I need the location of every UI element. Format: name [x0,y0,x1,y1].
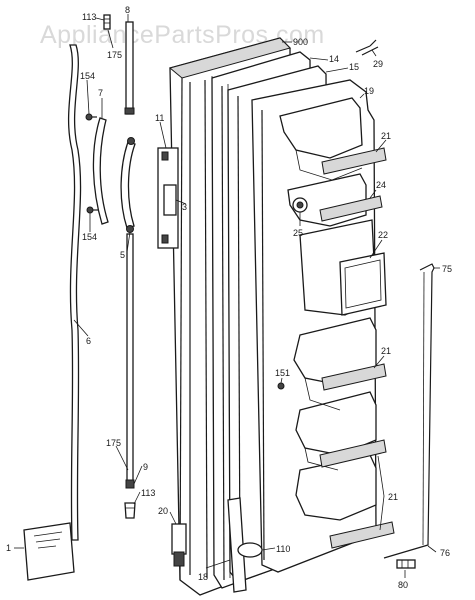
label-76: 76 [440,548,450,558]
label-154-bottom: 154 [82,232,97,242]
part-113-bushing [124,502,136,519]
label-900: 900 [293,37,308,47]
label-7: 7 [98,88,103,98]
part-75-rod [383,263,435,559]
part-151-screw [277,382,285,390]
label-3: 3 [182,202,187,212]
label-9: 9 [143,462,148,472]
label-18: 18 [198,572,208,582]
label-110: 110 [276,544,290,554]
leader-lines [14,14,440,578]
part-80-pin [396,559,416,569]
part-21-shelf-bars [319,147,395,549]
label-19: 19 [364,86,374,96]
part-29-clip [355,39,379,56]
part-9-rod [125,233,135,489]
label-22: 22 [378,230,388,240]
label-80: 80 [398,580,408,590]
label-21-bottom: 21 [388,492,398,502]
label-154-top: 154 [80,71,95,81]
label-11: 11 [155,113,164,123]
label-151: 151 [275,368,290,378]
label-6: 6 [86,336,91,346]
part-25-knob [292,197,308,213]
callout-labels: 113 8 175 154 7 11 3 5 154 6 175 9 113 1… [6,5,452,590]
part-20-hinge [171,523,187,567]
label-175-top: 175 [107,50,122,60]
label-1: 1 [6,543,11,553]
label-21-top: 21 [381,131,391,141]
part-5-handle [120,137,136,233]
label-24: 24 [376,180,386,190]
label-175-bottom: 175 [106,438,121,448]
part-1-instruction-card [23,522,75,581]
label-20: 20 [158,506,168,516]
label-21-middle: 21 [381,346,391,356]
part-113-screw-top [103,14,111,30]
label-29: 29 [373,59,383,69]
part-18-strip [227,497,247,593]
part-8-rod [124,21,135,115]
part-6-strip [67,44,82,541]
label-113-bottom: 113 [141,488,155,498]
label-14: 14 [329,54,339,64]
part-22-panel [339,252,387,316]
part-7-handle-trim [92,117,109,225]
part-154-screws [85,113,98,214]
label-75: 75 [442,264,452,274]
label-8: 8 [125,5,130,15]
label-25: 25 [293,228,303,238]
label-5: 5 [120,250,125,260]
label-113-top: 113 [82,12,96,22]
label-15: 15 [349,62,359,72]
part-110-cap [237,542,263,558]
